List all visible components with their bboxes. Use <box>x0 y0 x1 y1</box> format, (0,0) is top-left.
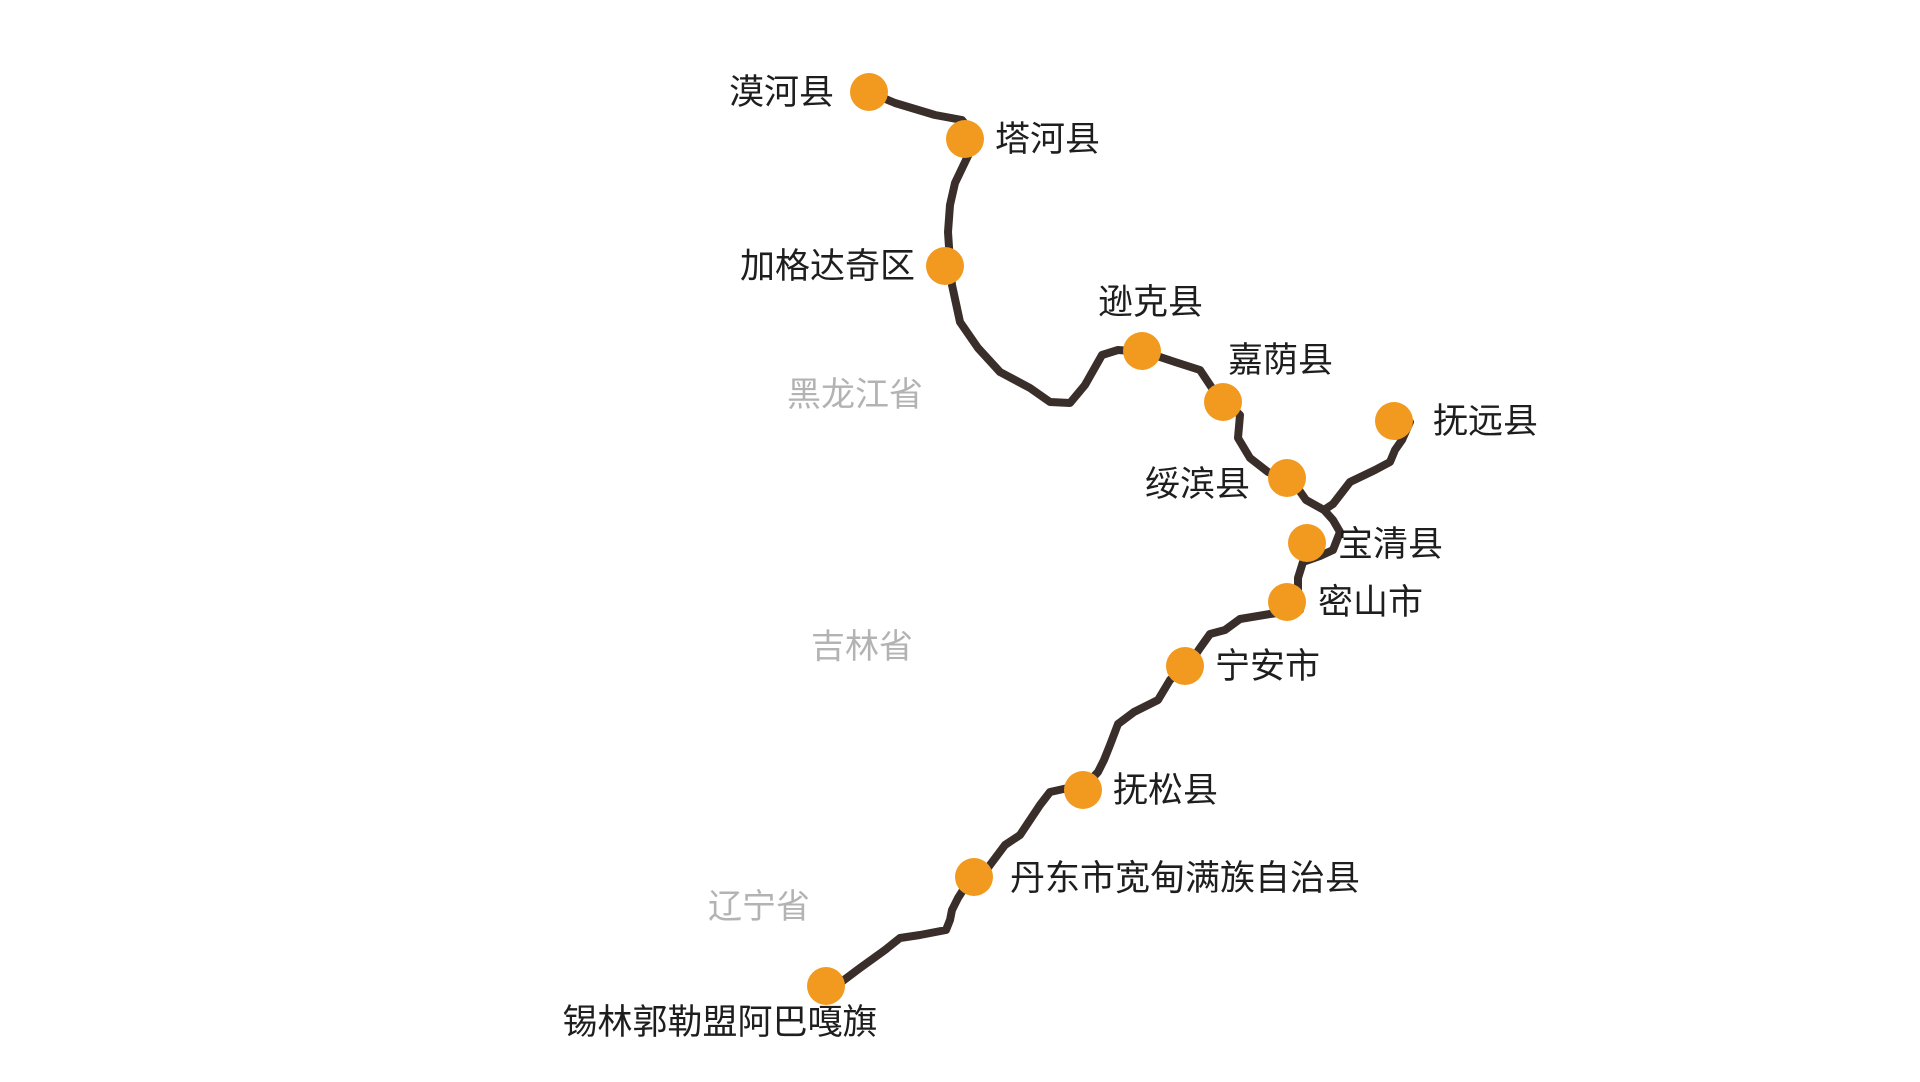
stop-label-jiagedaqi: 加格达奇区 <box>740 247 915 287</box>
stop-marker-ningan[interactable] <box>1166 647 1204 685</box>
stop-label-ningan: 宁安市 <box>1215 647 1320 687</box>
stop-label-fuyuan: 抚远县 <box>1433 402 1538 442</box>
stop-marker-tahe[interactable] <box>946 120 984 158</box>
stop-marker-fusong[interactable] <box>1064 771 1102 809</box>
stop-label-tahe: 塔河县 <box>995 120 1100 160</box>
stop-label-mohe: 漠河县 <box>729 73 834 113</box>
stop-marker-baoqing[interactable] <box>1288 524 1326 562</box>
province-label-jilin: 吉林省 <box>811 627 913 667</box>
province-label-liaoning: 辽宁省 <box>708 887 810 927</box>
stop-label-suibin: 绥滨县 <box>1145 465 1250 505</box>
province-label-heilongjiang: 黑龙江省 <box>787 375 923 415</box>
stop-marker-kuandian[interactable] <box>955 858 993 896</box>
stop-marker-suibin[interactable] <box>1268 459 1306 497</box>
stop-marker-abaga[interactable] <box>807 967 845 1005</box>
stop-label-xunke: 逊克县 <box>1098 283 1203 323</box>
stop-marker-mishan[interactable] <box>1268 583 1306 621</box>
stop-label-baoqing: 宝清县 <box>1338 525 1443 565</box>
stop-markers <box>807 73 1413 1005</box>
stop-label-jiayin: 嘉荫县 <box>1228 341 1333 381</box>
stop-marker-fuyuan[interactable] <box>1375 402 1413 440</box>
stop-marker-mohe[interactable] <box>850 73 888 111</box>
stop-label-fusong: 抚松县 <box>1113 771 1218 811</box>
stop-marker-jiagedaqi[interactable] <box>926 247 964 285</box>
stop-marker-jiayin[interactable] <box>1204 383 1242 421</box>
stop-label-kuandian: 丹东市宽甸满族自治县 <box>1010 859 1360 899</box>
stop-marker-xunke[interactable] <box>1123 332 1161 370</box>
stop-label-mishan: 密山市 <box>1318 583 1423 623</box>
stop-label-abaga: 锡林郭勒盟阿巴嘎旗 <box>562 1003 877 1043</box>
